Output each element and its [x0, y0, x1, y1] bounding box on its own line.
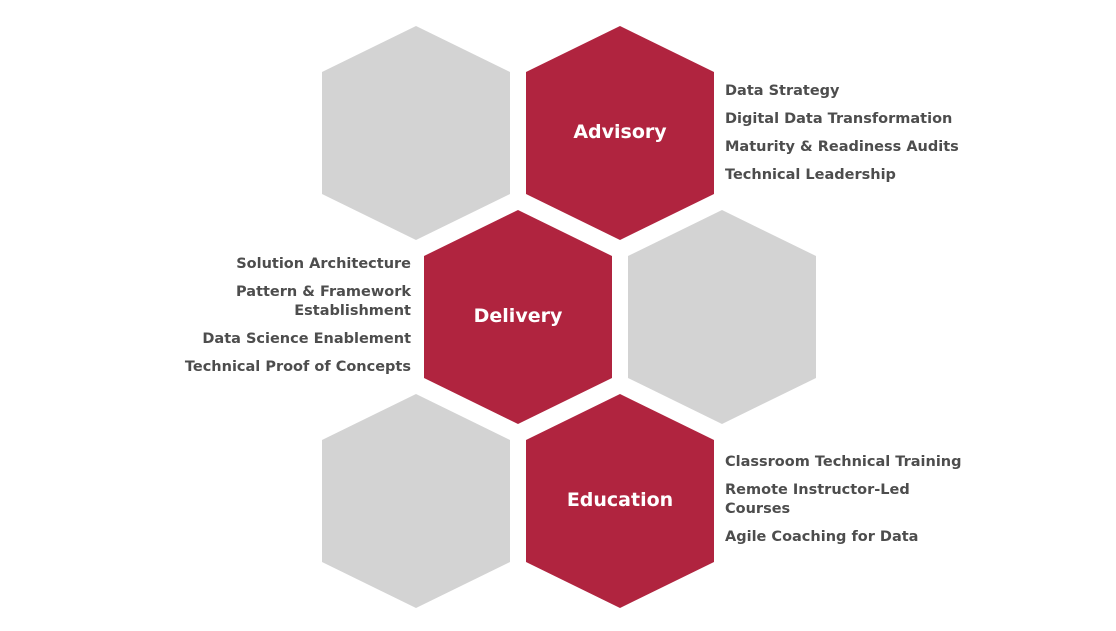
hexagon-gray-right	[628, 210, 816, 424]
list-item: Classroom Technical Training	[725, 454, 962, 470]
advisory-title: Advisory	[573, 121, 667, 143]
list-item: Technical Proof of Concepts	[184, 359, 411, 375]
list-item: Agile Coaching for Data	[725, 529, 919, 545]
hexagon-delivery	[424, 210, 612, 424]
hexagon-education	[526, 394, 714, 608]
education-title: Education	[566, 489, 674, 511]
list-item: Pattern & Framework Establishment	[236, 284, 411, 319]
list-item: Remote Instructor-Led Courses	[725, 482, 910, 517]
advisory-list: Data Strategy Digital Data Transformatio…	[725, 82, 959, 194]
list-item: Technical Leadership	[725, 167, 896, 183]
list-item: Data Strategy	[725, 83, 840, 99]
list-item: Maturity & Readiness Audits	[725, 139, 959, 155]
delivery-list: Solution Architecture Pattern & Framewor…	[181, 255, 411, 386]
hexagon-gray-bottom-left	[322, 394, 510, 608]
hexagon-gray-top-left	[322, 26, 510, 240]
delivery-title: Delivery	[473, 305, 563, 327]
education-list: Classroom Technical Training Remote Inst…	[725, 453, 965, 556]
list-item: Solution Architecture	[236, 256, 411, 272]
list-item: Data Science Enablement	[202, 331, 411, 347]
list-item: Digital Data Transformation	[725, 111, 953, 127]
hexagon-advisory	[526, 26, 714, 240]
